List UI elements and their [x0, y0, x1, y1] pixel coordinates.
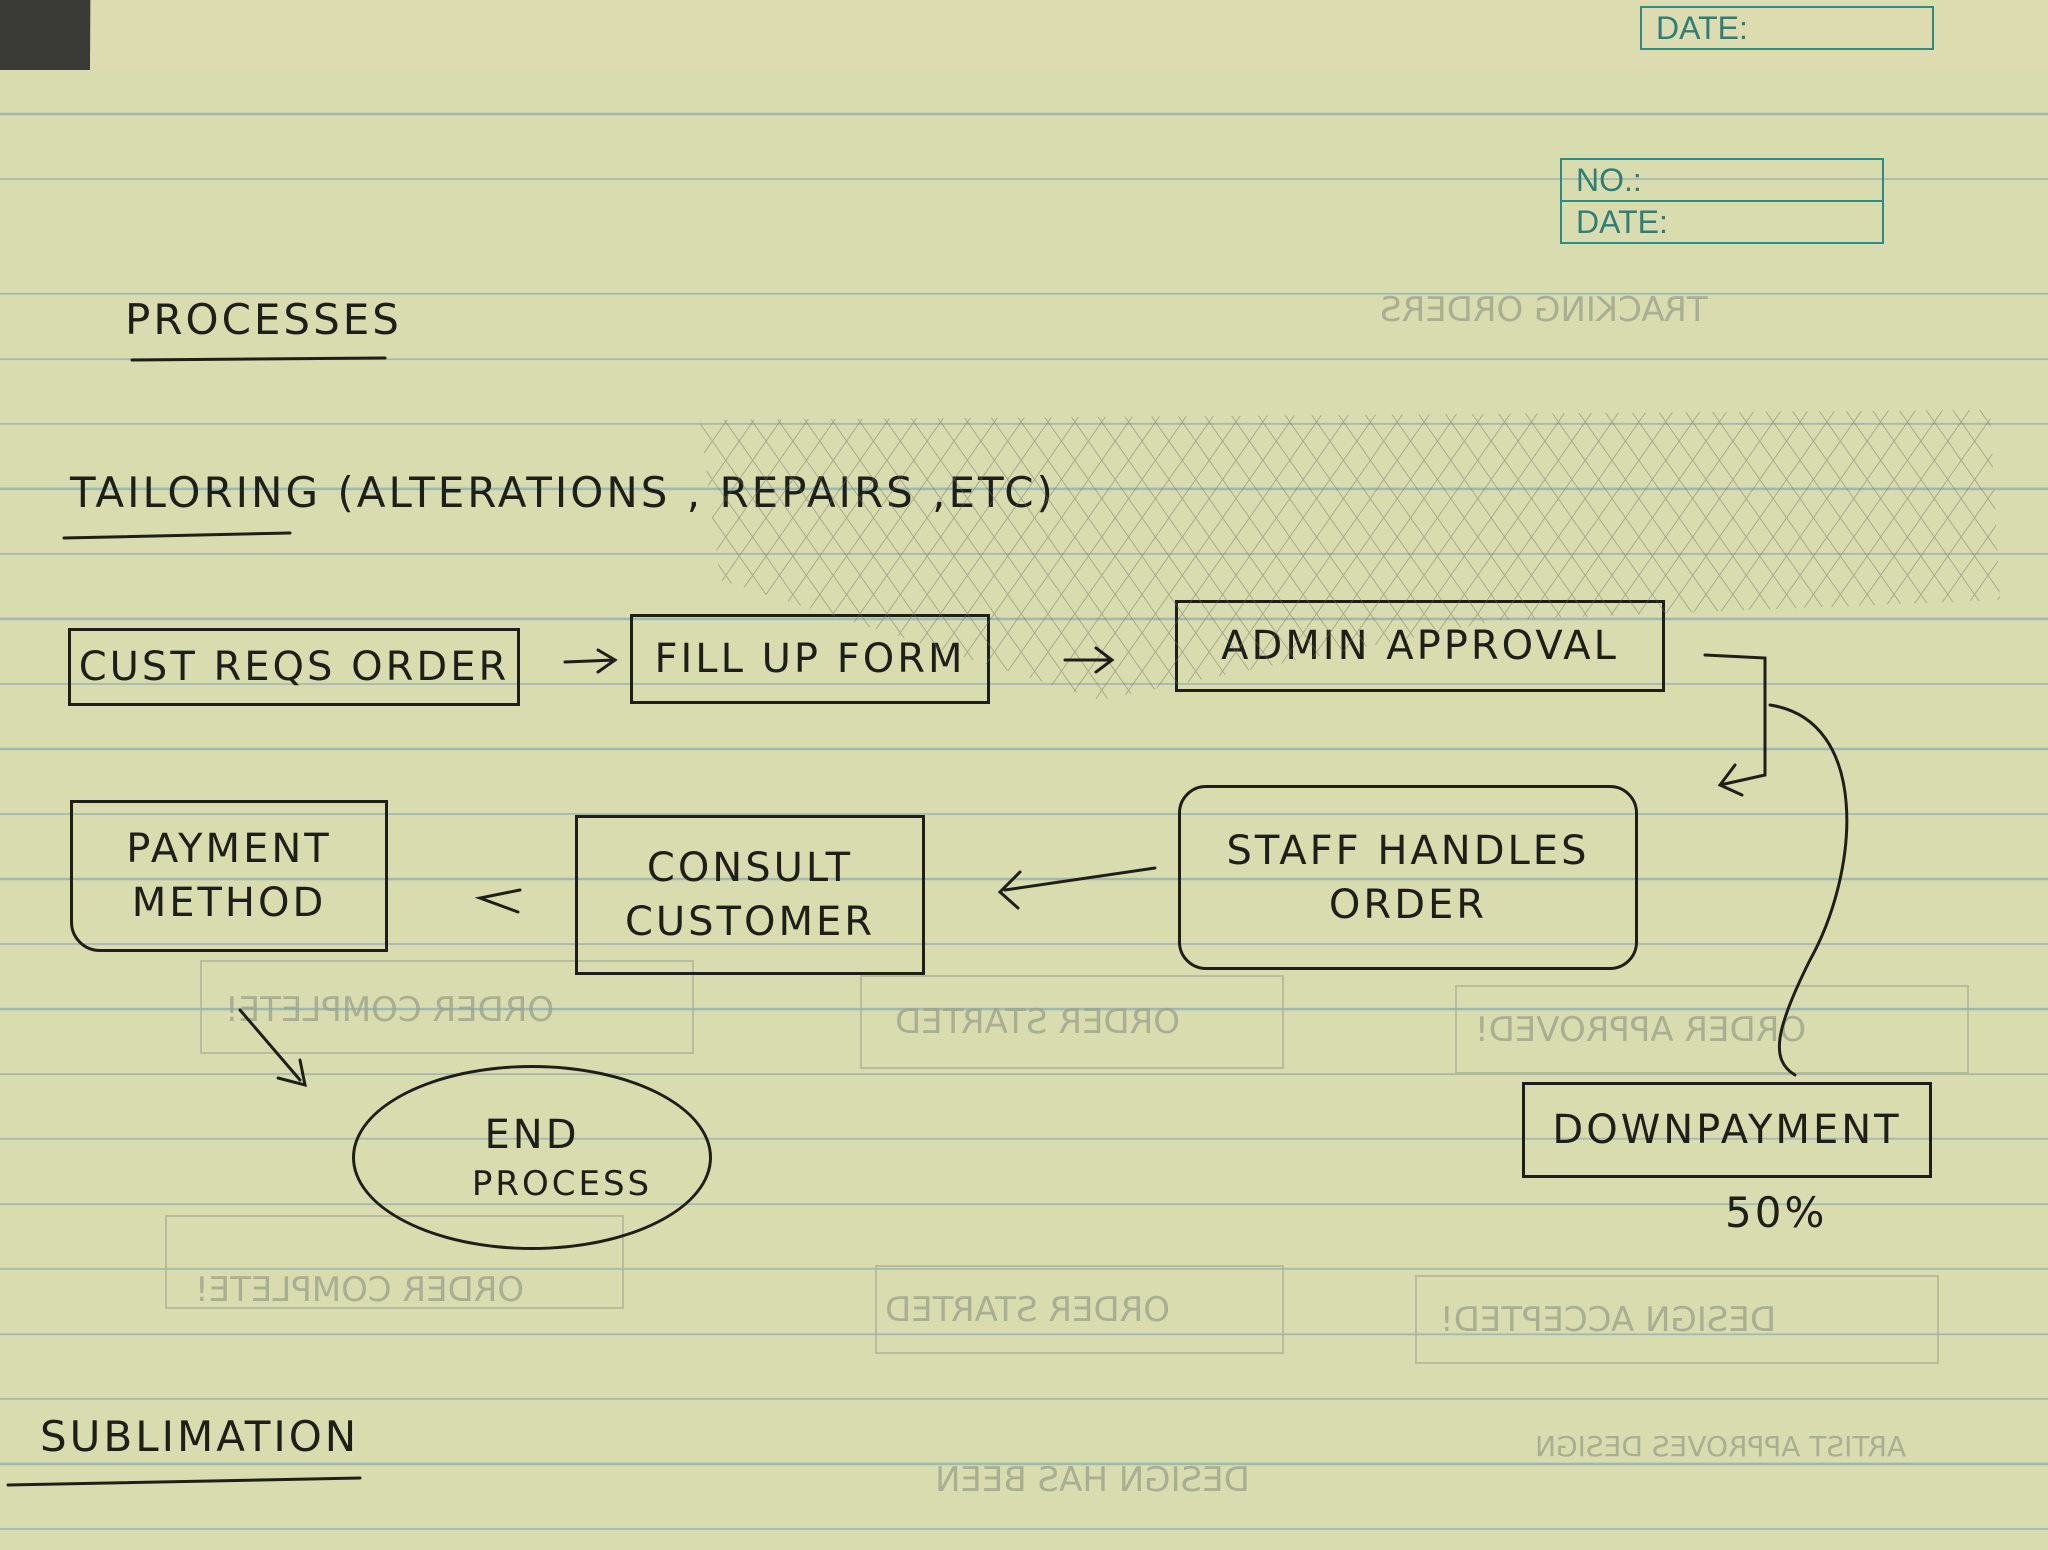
arrow-form-to-admin [1063, 646, 1115, 674]
arrow-admin-to-staff [1703, 653, 1767, 797]
ghost-box-2 [860, 975, 1284, 1069]
no-date-box: NO.: DATE: [1560, 158, 1884, 244]
node-end-process-line2: PROCESS [471, 1163, 653, 1204]
no-label: NO.: [1576, 162, 1642, 198]
node-consult-customer: CONSULT CUSTOMER [575, 815, 925, 975]
node-end-process-line1: END [484, 1111, 580, 1158]
arrow-admin-to-downpayment [1768, 703, 1849, 1077]
top-date-label: DATE: [1656, 10, 1748, 46]
sublimation-underline [6, 1476, 362, 1487]
ghost-box-5 [875, 1265, 1284, 1354]
ghost-box-1 [200, 960, 694, 1054]
node-payment-method-line2: METHOD [131, 880, 327, 926]
sublimation-title: SUBLIMATION [40, 1412, 360, 1461]
node-fill-up-form-label: FILL UP FORM [654, 636, 966, 682]
arrow-cust-to-form [563, 648, 618, 674]
node-payment-method-line1: PAYMENT [126, 826, 332, 872]
node-staff-handles-order-line2: ORDER [1328, 881, 1488, 928]
arrow-staff-to-consult [997, 866, 1157, 910]
node-consult-customer-line1: CONSULT [646, 845, 854, 891]
notebook-page [0, 70, 2048, 1550]
arrow-consult-to-payment [474, 888, 522, 914]
node-staff-handles-order: STAFF HANDLES ORDER [1178, 785, 1638, 970]
scribble-cross-hatch [700, 410, 2000, 700]
node-cust-reqs-order-label: CUST REQS ORDER [78, 644, 510, 690]
node-payment-method: PAYMENT METHOD [70, 800, 388, 952]
ghost-box-3 [1455, 985, 1969, 1074]
tailoring-underline [62, 531, 292, 540]
node-fill-up-form: FILL UP FORM [630, 614, 990, 704]
processes-title: PROCESSES [125, 295, 402, 344]
node-downpayment: DOWNPAYMENT [1522, 1082, 1932, 1178]
processes-underline [130, 356, 387, 362]
node-end-process: END PROCESS [352, 1065, 712, 1250]
node-consult-customer-line2: CUSTOMER [624, 899, 876, 945]
top-date-box: DATE: [1640, 6, 1934, 50]
node-cust-reqs-order: CUST REQS ORDER [68, 628, 520, 706]
ghost-box-6 [1415, 1275, 1939, 1364]
node-staff-handles-order-line1: STAFF HANDLES [1226, 827, 1590, 874]
node-downpayment-label: DOWNPAYMENT [1552, 1107, 1902, 1153]
date-label: DATE: [1562, 200, 1882, 242]
arrow-payment-to-end [238, 1008, 307, 1088]
downpayment-note: 50% [1725, 1188, 1828, 1237]
